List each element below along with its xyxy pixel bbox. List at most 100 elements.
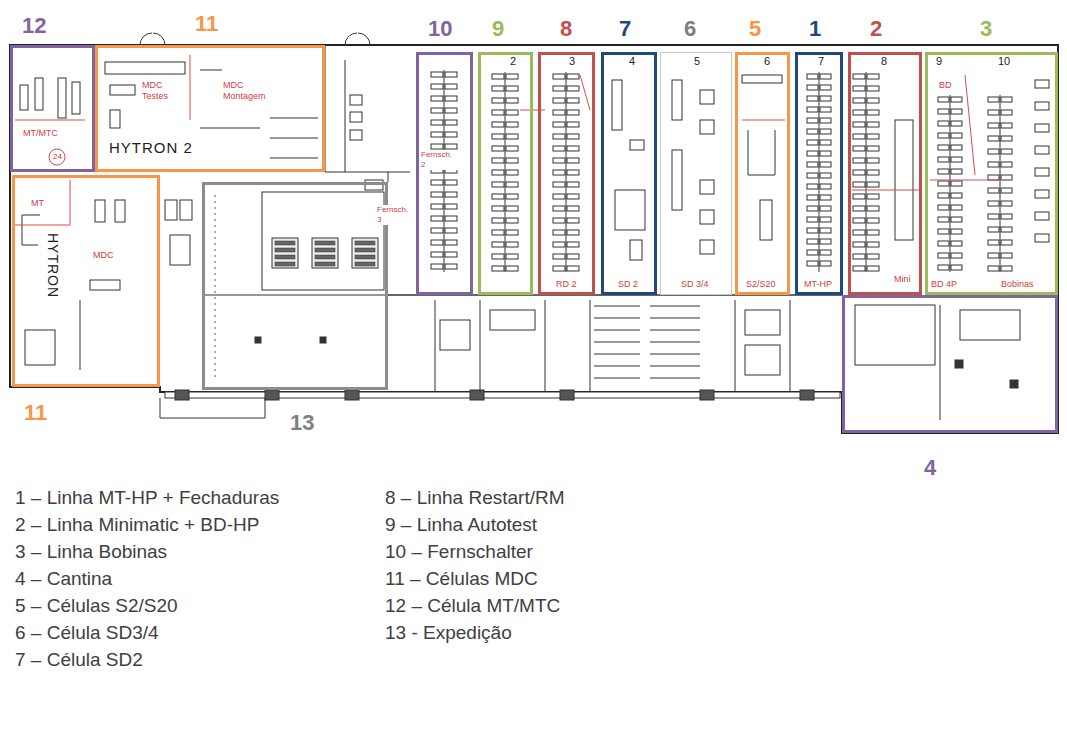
plan-item	[567, 146, 579, 151]
plan-wall	[650, 342, 700, 343]
area-label: BD	[938, 80, 953, 91]
plan-item	[20, 85, 28, 110]
plan-item	[853, 110, 865, 115]
legend-line: 5 – Células S2/S20	[15, 594, 178, 618]
plan-item	[1035, 80, 1049, 88]
plan-wall	[580, 75, 590, 110]
area-label: BD 4P	[930, 279, 958, 290]
plan-item	[1001, 162, 1012, 167]
plan-item	[938, 157, 949, 162]
plan-item	[1035, 168, 1049, 176]
plan-item	[807, 129, 818, 134]
plan-item	[567, 218, 579, 223]
plan-item	[820, 261, 831, 266]
plan-wall	[940, 305, 941, 420]
plan-item	[553, 110, 565, 115]
plan-item	[988, 97, 999, 102]
plan-item	[700, 90, 714, 104]
plan-item	[938, 145, 949, 150]
area-label: MDC Testes	[141, 80, 181, 102]
plan-item	[1035, 124, 1049, 132]
plan-item	[506, 182, 518, 187]
plan-wall	[790, 300, 791, 392]
plan-wall	[215, 195, 216, 380]
plan-item	[867, 182, 879, 187]
plan-item	[820, 162, 831, 167]
plan-item	[951, 109, 962, 114]
zone-number: 1	[809, 16, 821, 42]
legend-line: 3 – Linha Bobinas	[15, 540, 167, 564]
plan-item	[988, 136, 999, 141]
plan-item	[820, 107, 831, 112]
plan-wall	[388, 172, 389, 182]
plan-item	[506, 194, 518, 199]
plan-item	[440, 320, 470, 350]
plan-item	[175, 390, 189, 400]
plan-item	[807, 74, 818, 79]
legend-line: 2 – Linha Minimatic + BD-HP	[15, 513, 259, 537]
plan-item	[855, 305, 935, 365]
plan-wall	[866, 72, 867, 272]
plan-item	[506, 230, 518, 235]
plan-item	[567, 242, 579, 247]
plan-item	[490, 310, 535, 330]
plan-item	[807, 206, 818, 211]
plan-item	[431, 204, 443, 209]
area-label: S2/S20	[745, 279, 777, 290]
plan-item	[553, 182, 565, 187]
legend-line: 8 – Linha Restart/RM	[385, 486, 565, 510]
callout-number: 24	[52, 152, 63, 162]
legend-line: 13 - Expedição	[385, 621, 512, 645]
plan-item	[567, 86, 579, 91]
plan-item	[320, 337, 326, 343]
plan-item	[492, 170, 504, 175]
plan-wall	[590, 300, 591, 392]
plan-item	[105, 62, 185, 74]
plan-item	[25, 330, 55, 365]
plan-item	[1001, 201, 1012, 206]
area-label: Fernsch. 3	[376, 205, 414, 225]
plan-item	[506, 74, 518, 79]
plan-item	[867, 122, 879, 127]
line-number: 9	[935, 55, 943, 68]
plan-item	[165, 200, 177, 220]
plan-item	[867, 218, 879, 223]
plan-item	[853, 182, 865, 187]
plan-item	[853, 158, 865, 163]
plan-item	[492, 194, 504, 199]
plan-item	[492, 74, 504, 79]
plan-item	[431, 72, 443, 77]
plan-item	[492, 254, 504, 259]
plan-item	[807, 140, 818, 145]
plan-wall	[594, 378, 640, 379]
legend-line: 4 – Cantina	[15, 567, 112, 591]
plan-item	[988, 201, 999, 206]
plan-item	[853, 74, 865, 79]
plan-item	[988, 175, 999, 180]
plan-item	[960, 310, 1020, 340]
plan-item	[72, 82, 80, 114]
plan-item	[748, 130, 775, 175]
plan-item	[445, 252, 457, 257]
plan-wall	[270, 138, 318, 139]
plan-item	[951, 193, 962, 198]
area-label: MT-HP	[803, 279, 833, 290]
plan-item	[553, 146, 565, 151]
plan-item	[445, 240, 457, 245]
zone-outline: 5	[735, 52, 790, 295]
plan-item	[895, 120, 913, 240]
plan-item	[867, 110, 879, 115]
plan-item	[807, 173, 818, 178]
plan-item	[938, 133, 949, 138]
plan-item	[553, 134, 565, 139]
plan-item	[58, 78, 66, 118]
plan-wall	[480, 300, 481, 392]
plan-wall	[566, 72, 567, 272]
plan-item	[1001, 188, 1012, 193]
plan-item	[553, 218, 565, 223]
plan-item	[506, 206, 518, 211]
plan-item	[853, 230, 865, 235]
area-label: Bobinas	[1000, 279, 1035, 290]
plan-wall	[594, 366, 640, 367]
plan-item	[567, 206, 579, 211]
